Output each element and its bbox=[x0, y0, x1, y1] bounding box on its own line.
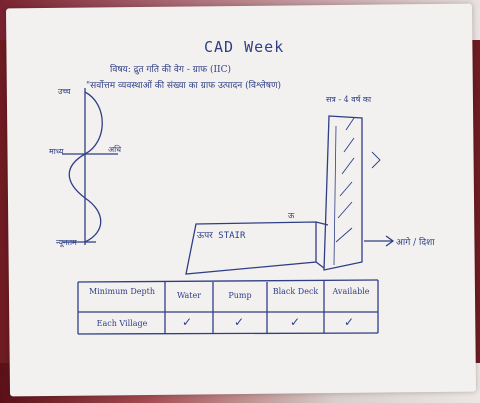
table-header-available: Available bbox=[332, 287, 370, 296]
session-line: सत्र - 4 वर्ष का bbox=[326, 95, 372, 104]
check-mark: ✓ bbox=[182, 315, 193, 329]
graph-label-middle-right: अधि bbox=[108, 145, 122, 154]
plank-label: ऊपर STAIR bbox=[197, 231, 246, 241]
table-header-pump: Pump bbox=[228, 291, 252, 300]
page-heading: CAD Week bbox=[204, 38, 285, 56]
graph-label-top: उच्च bbox=[58, 87, 71, 96]
table-header-water: Water bbox=[176, 291, 202, 300]
check-mark: ✓ bbox=[234, 315, 245, 329]
graph-wave bbox=[68, 91, 103, 243]
table-header-minimum-depth: Minimum Depth bbox=[89, 287, 155, 296]
pillar bbox=[323, 115, 363, 271]
subject-line: विषय: द्रुत गति की वेग - ग्राफ (IIC) bbox=[110, 65, 231, 75]
small-label: ऊ bbox=[288, 211, 295, 220]
table-row-label: Each Village bbox=[96, 319, 148, 328]
graph-label-middle-left: माध्य bbox=[49, 147, 64, 156]
table-header-black-deck: Black Deck bbox=[272, 287, 319, 296]
check-mark: ✓ bbox=[344, 315, 355, 329]
arrow-label: आगे / दिशा bbox=[396, 238, 435, 248]
check-mark: ✓ bbox=[290, 315, 301, 329]
description-line: "सर्वोत्तम व्यवस्थाओं की संख्या का ग्राफ… bbox=[86, 81, 282, 91]
